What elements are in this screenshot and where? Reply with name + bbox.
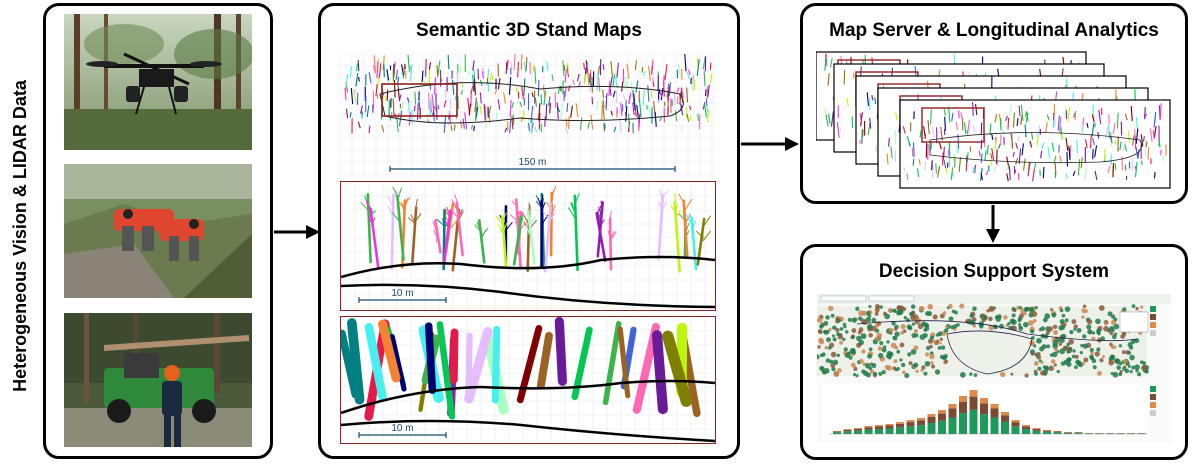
detail-point-cloud-map: 10 m (340, 181, 716, 311)
stacked-map-layer (899, 99, 1171, 189)
detail-cylinder-map: 10 m (340, 316, 716, 444)
decision-support-title: Decision Support System (878, 261, 1110, 282)
quadruped-robot-photo (64, 164, 252, 298)
forestry-harvester-photo (64, 313, 252, 447)
stand-maps-title: Semantic 3D Stand Maps (416, 20, 642, 41)
arrow-down-icon (986, 205, 1000, 243)
drone-photo (64, 14, 252, 150)
sensor-data-label: Heterogeneous Vision & LIDAR Data (10, 80, 30, 392)
dss-screenshot (817, 294, 1171, 442)
scale-label: 10 m (391, 423, 413, 434)
scale-label: 150 m (519, 157, 547, 168)
map-server-title: Map Server & Longitudinal Analytics (829, 20, 1159, 41)
overview-stand-map: 150 m (340, 54, 716, 178)
stacked-maps (816, 48, 1176, 193)
arrow-right-icon (274, 225, 320, 239)
arrow-right-icon (741, 137, 799, 151)
scale-label: 10 m (391, 288, 413, 299)
